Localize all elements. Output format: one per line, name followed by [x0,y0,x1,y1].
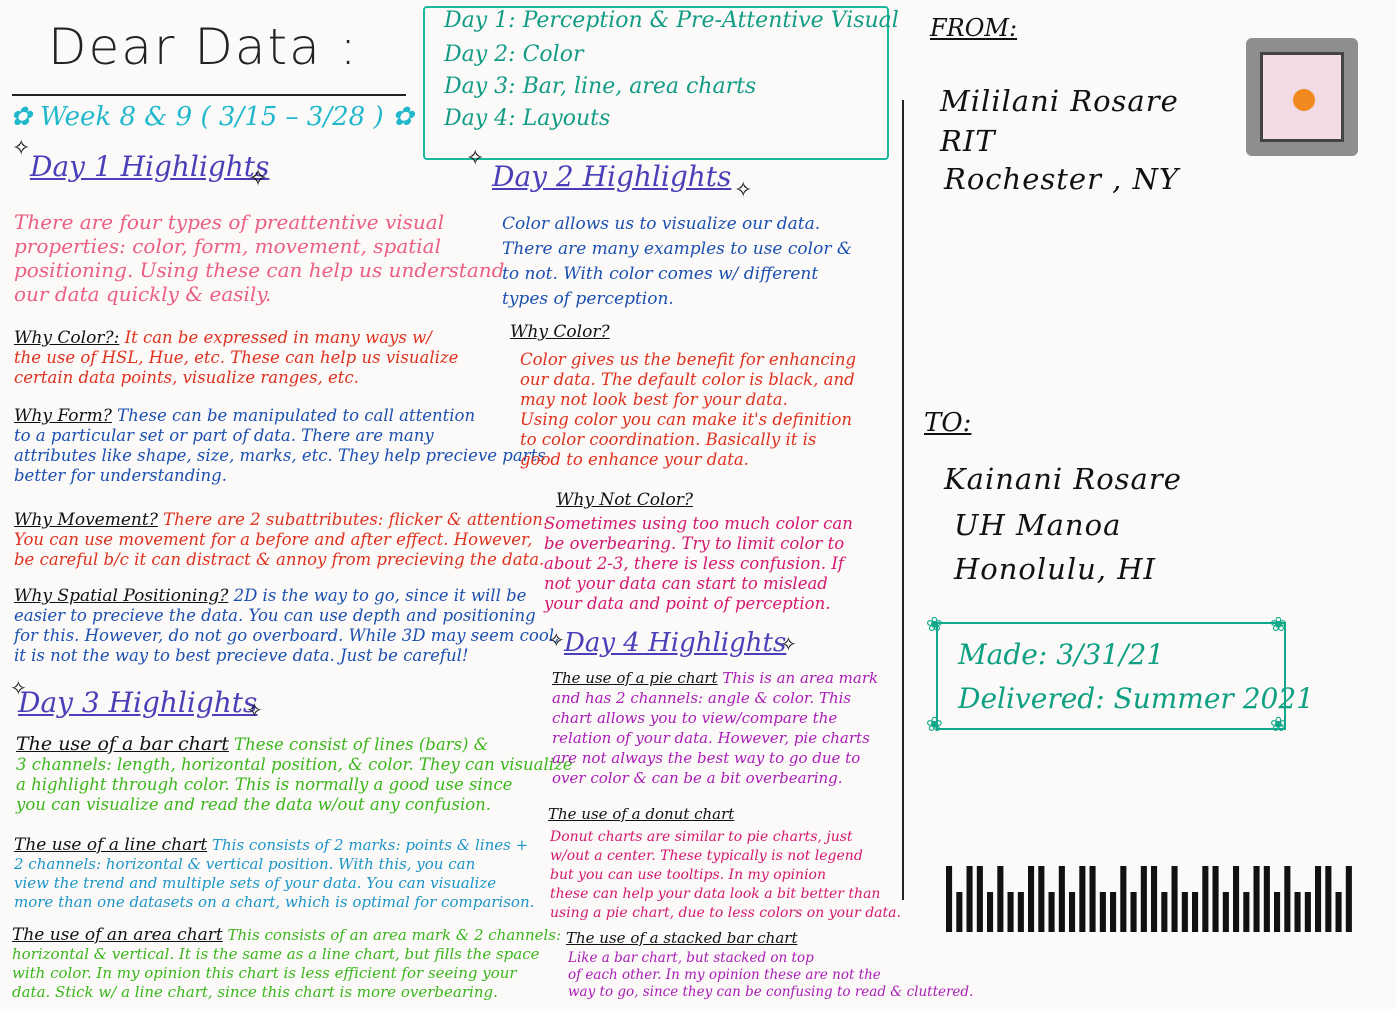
barcode-bar [1243,892,1250,932]
agenda-box [423,6,889,160]
day3-bar: The use of a bar chart These consist of … [16,733,573,814]
postcard-title: Dear Data : [48,18,359,76]
barcode-bar [1099,892,1106,932]
day3-area: The use of an area chart This consists o… [12,925,562,1002]
barcode-bar [946,866,953,932]
barcode-bar [997,866,1004,932]
barcode-bar [1315,866,1322,932]
barcode-bar [1335,892,1342,932]
barcode-bar [1253,866,1260,932]
agenda-day4: Day 4: Layouts [444,106,611,131]
barcode-bar [1140,866,1147,932]
barcode-bar [1192,892,1199,932]
barcode-bar [1017,892,1024,932]
day2-why-color-label: Why Color? [510,322,610,342]
barcode-bar [1212,866,1219,932]
barcode-bar [1120,866,1127,932]
day1-heading: Day 1 Highlights [30,150,270,183]
sparkle-icon: ✧ [466,146,485,171]
barcode-bar [1110,892,1117,932]
postage-stamp [1246,38,1358,156]
sparkle-icon: ✧ [780,632,797,656]
barcode-bar [1325,866,1332,932]
delivered-date: Delivered: Summer 2021 [958,682,1314,715]
barcode-bar [1222,892,1229,932]
barcode-bar [1058,866,1065,932]
barcode [946,866,1352,932]
day2-why-not-label: Why Not Color? [556,490,693,510]
barcode-bar [1345,866,1352,932]
sparkle-icon: ✧ [246,698,263,722]
barcode-bar [1284,866,1291,932]
week-label: ✿ Week 8 & 9 ( 3/15 – 3/28 ) ✿ [10,102,414,132]
day1-intro: There are four types of preattentive vis… [14,210,505,306]
title-underline [12,94,406,96]
scroll-curl-icon: ❀ [1270,712,1287,736]
from-label: FROM: [930,14,1018,42]
scroll-curl-icon: ❀ [926,712,943,736]
day4-heading: Day 4 Highlights [564,628,787,658]
to-school: UH Manoa [954,508,1122,542]
sparkle-icon: ✧ [248,164,269,192]
scroll-curl-icon: ❀ [1270,612,1287,636]
day1-why-spatial: Why Spatial Positioning? 2D is the way t… [14,586,560,665]
to-label: TO: [924,408,972,438]
barcode-bar [1233,866,1240,932]
day1-why-form: Why Form? These can be manipulated to ca… [14,406,546,485]
sparkle-icon: ✧ [12,136,31,161]
barcode-bar [1181,892,1188,932]
barcode-bar [1038,866,1045,932]
day1-why-movement: Why Movement? There are 2 subattributes:… [14,510,549,569]
agenda-day1: Day 1: Perception & Pre-Attentive Visual [444,8,899,33]
barcode-bar [1069,892,1076,932]
barcode-bar [1007,892,1014,932]
made-date: Made: 3/31/21 [958,638,1165,671]
barcode-bar [1130,892,1137,932]
barcode-bar [1202,866,1209,932]
to-city: Honolulu, HI [954,552,1156,586]
sparkle-icon: ✧ [10,676,27,700]
day1-why-color: Why Color?: It can be expressed in many … [14,328,459,387]
day4-donut: Donut charts are similar to pie charts, … [550,829,901,921]
sparkle-icon: ✧ [734,178,753,203]
barcode-bar [976,866,983,932]
sparkle-icon: ✧ [548,628,565,652]
from-name: Mililani Rosare [940,84,1179,118]
sun-icon [1293,89,1315,111]
day4-pie: The use of a pie chart This is an area m… [552,669,879,787]
day2-intro: Color allows us to visualize our data.Th… [502,214,852,309]
day2-heading: Day 2 Highlights [492,160,732,193]
barcode-bar [966,866,973,932]
day4-donut-label: The use of a donut chart [548,805,735,823]
barcode-bar [1171,866,1178,932]
to-name: Kainani Rosare [944,462,1182,496]
day3-line: The use of a line chart This consists of… [14,835,535,912]
day3-heading: Day 3 Highlights [18,686,258,719]
from-school: RIT [940,124,996,158]
agenda-day2: Day 2: Color [444,42,584,67]
barcode-bar [987,892,994,932]
made-box [936,622,1286,730]
week-range: Week 8 & 9 ( 3/15 – 3/28 ) [40,102,384,132]
barcode-bar [1304,892,1311,932]
stamp-art [1260,52,1344,142]
barcode-bar [1028,866,1035,932]
barcode-bar [1294,892,1301,932]
day4-stacked-label: The use of a stacked bar chart [566,929,798,947]
day2-why-color: Color gives us the benefit for enhancing… [520,350,857,469]
barcode-bar [1048,892,1055,932]
barcode-bar [956,892,963,932]
barcode-bar [1089,866,1096,932]
barcode-bar [1161,892,1168,932]
barcode-bar [1263,866,1270,932]
postcard-divider [902,100,904,900]
barcode-bar [1079,866,1086,932]
scroll-curl-icon: ❀ [926,612,943,636]
barcode-bar [1151,866,1158,932]
agenda-day3: Day 3: Bar, line, area charts [444,74,757,99]
from-city: Rochester , NY [944,162,1180,196]
barcode-bar [1274,892,1281,932]
